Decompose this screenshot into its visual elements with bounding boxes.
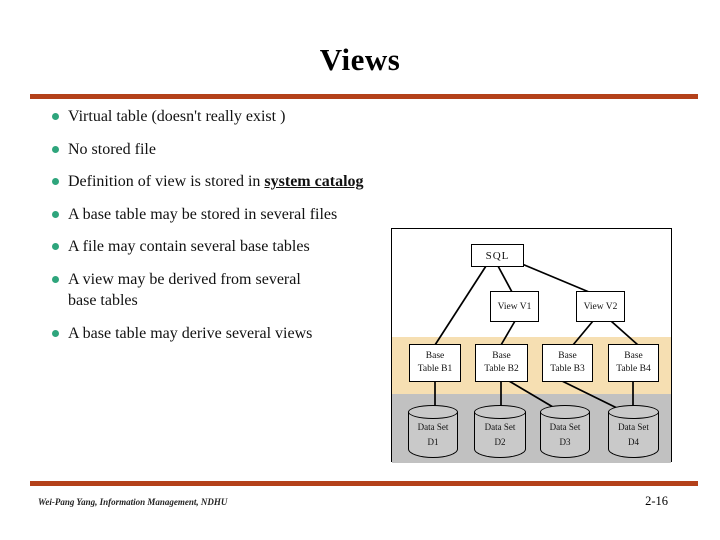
data-set-d3-label: Data Set D3 xyxy=(549,422,581,447)
bullet-list: Virtual table (doesn't really exist ) No… xyxy=(52,106,397,355)
bullet-item: A base table may derive several views xyxy=(52,323,397,345)
bullet-dot-icon xyxy=(52,113,59,120)
bullet-item: A file may contain several base tables xyxy=(52,236,397,258)
data-set-d2-label: Data Set D2 xyxy=(484,422,516,447)
bullet-item: Virtual table (doesn't really exist ) xyxy=(52,106,397,128)
data-set-d3-cylinder: Data Set D3 xyxy=(540,405,590,458)
bullet-text: A view may be derived from several base … xyxy=(68,270,301,310)
data-set-d4-cylinder: Data Set D4 xyxy=(608,405,659,458)
data-set-d1-cylinder: Data Set D1 xyxy=(408,405,458,458)
bullet-item: A view may be derived from several base … xyxy=(52,269,397,312)
view-v1-label: View V1 xyxy=(497,301,532,312)
cylinder-body xyxy=(408,412,458,458)
cylinder-top-icon xyxy=(408,405,458,419)
bullet-text: A base table may derive several views xyxy=(68,324,313,342)
footer-credit: Wei-Pang Yang, Information Management, N… xyxy=(38,497,228,507)
base-table-b1-box: Base Table B1 xyxy=(409,344,461,382)
bullet-dot-icon xyxy=(52,243,59,250)
bullet-dot-icon xyxy=(52,329,59,337)
sql-label: SQL xyxy=(485,249,510,262)
view-v2-box: View V2 xyxy=(576,291,625,322)
bullet-dot-icon xyxy=(52,210,59,218)
base-table-b4-box: Base Table B4 xyxy=(608,344,659,382)
data-set-d2-cylinder: Data Set D2 xyxy=(474,405,526,458)
cylinder-top-icon xyxy=(608,405,659,419)
bullet-text: A base table may be stored in several fi… xyxy=(68,205,338,223)
cylinder-top-icon xyxy=(540,405,590,419)
bullet-dot-icon xyxy=(52,145,59,153)
bullet-item: No stored file xyxy=(52,139,397,161)
bullet-text: A file may contain several base tables xyxy=(68,238,310,255)
bullet-item: Definition of view is stored in system c… xyxy=(52,171,397,193)
base-table-b1-label: Base Table B1 xyxy=(417,351,453,374)
base-table-b3-label: Base Table B3 xyxy=(550,351,585,374)
views-architecture-diagram: SQL View V1 View V2 Base Table B1 Base T… xyxy=(391,228,672,463)
sql-box: SQL xyxy=(471,244,524,267)
footer-divider-rule xyxy=(30,481,698,486)
view-v1-box: View V1 xyxy=(490,291,539,322)
base-table-b4-label: Base Table B4 xyxy=(616,351,651,374)
page-number: 2-16 xyxy=(645,494,668,508)
bullet-dot-icon xyxy=(52,178,59,185)
system-catalog-emphasis: system catalog xyxy=(264,173,364,190)
cylinder-body xyxy=(540,412,590,458)
page-title: Views xyxy=(319,42,401,77)
base-table-b2-box: Base Table B2 xyxy=(475,344,528,382)
view-v2-label: View V2 xyxy=(583,301,618,312)
bullet-text: Definition of view is stored in xyxy=(68,173,265,190)
data-set-d4-label: Data Set D4 xyxy=(618,422,649,447)
cylinder-body xyxy=(474,412,526,458)
bullet-text: Virtual table (doesn't really exist ) xyxy=(68,108,286,125)
bullet-text: No stored file xyxy=(68,140,156,158)
bullet-dot-icon xyxy=(52,275,59,283)
base-table-b2-label: Base Table B2 xyxy=(484,351,519,374)
data-set-d1-label: Data Set D1 xyxy=(417,422,449,447)
bullet-item: A base table may be stored in several fi… xyxy=(52,204,397,226)
cylinder-body xyxy=(608,412,659,458)
cylinder-top-icon xyxy=(474,405,526,419)
title-divider-rule xyxy=(30,94,698,99)
base-table-b3-box: Base Table B3 xyxy=(542,344,593,382)
